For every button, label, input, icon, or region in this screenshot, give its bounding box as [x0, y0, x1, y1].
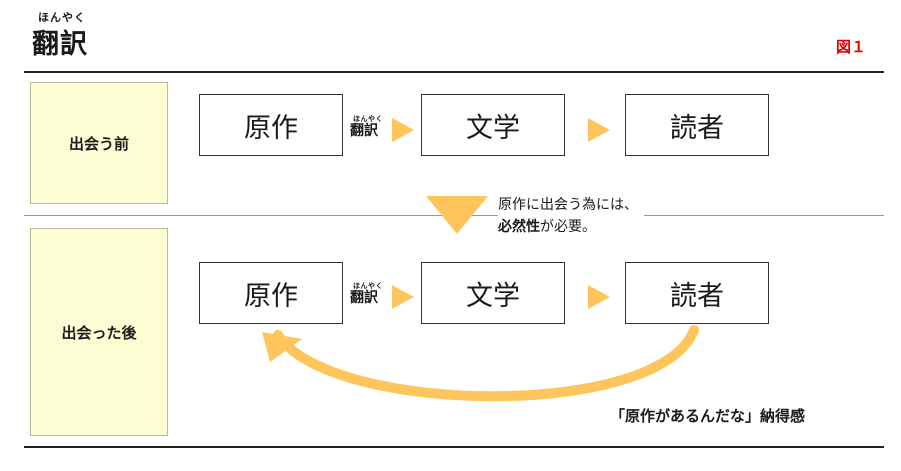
note-line-1: 原作に出会う為には、: [498, 197, 638, 213]
box-reader-before: 読者: [625, 94, 769, 156]
box-literature-before: 文学: [421, 94, 565, 156]
box-literature-after: 文学: [421, 262, 565, 324]
arrow-down-icon: [426, 196, 488, 234]
arrow-ruby-after: ほんやく: [353, 282, 383, 290]
arrow-right-icon: [588, 118, 610, 142]
box-original-after: 原作: [199, 262, 343, 324]
page-title: 翻訳: [32, 29, 88, 60]
top-rule: [24, 71, 884, 73]
arrow-right-icon: [588, 285, 610, 309]
arrow-right-icon: [392, 118, 414, 142]
translation-label-after: 翻訳: [350, 290, 378, 306]
box-reader-after: 読者: [625, 262, 769, 324]
title-ruby: ほんやく: [38, 11, 86, 24]
caption: 「原作があるんだな」納得感: [610, 407, 806, 425]
necessity-note: 原作に出会う為には、 必然性が必要。: [498, 194, 644, 238]
note-line-2: 必然性が必要。: [498, 216, 638, 238]
side-label-before: 出会う前: [30, 82, 168, 204]
arrow-right-icon: [392, 285, 414, 309]
note-emphasis: 必然性: [498, 219, 540, 235]
box-original-before: 原作: [199, 94, 343, 156]
translation-label-before: 翻訳: [350, 123, 378, 139]
bottom-rule: [24, 446, 884, 448]
arrow-ruby-before: ほんやく: [353, 115, 383, 123]
side-label-after: 出会った後: [30, 228, 168, 436]
figure-label: 図１: [836, 38, 867, 56]
note-line-2-rest: が必要。: [540, 219, 596, 235]
